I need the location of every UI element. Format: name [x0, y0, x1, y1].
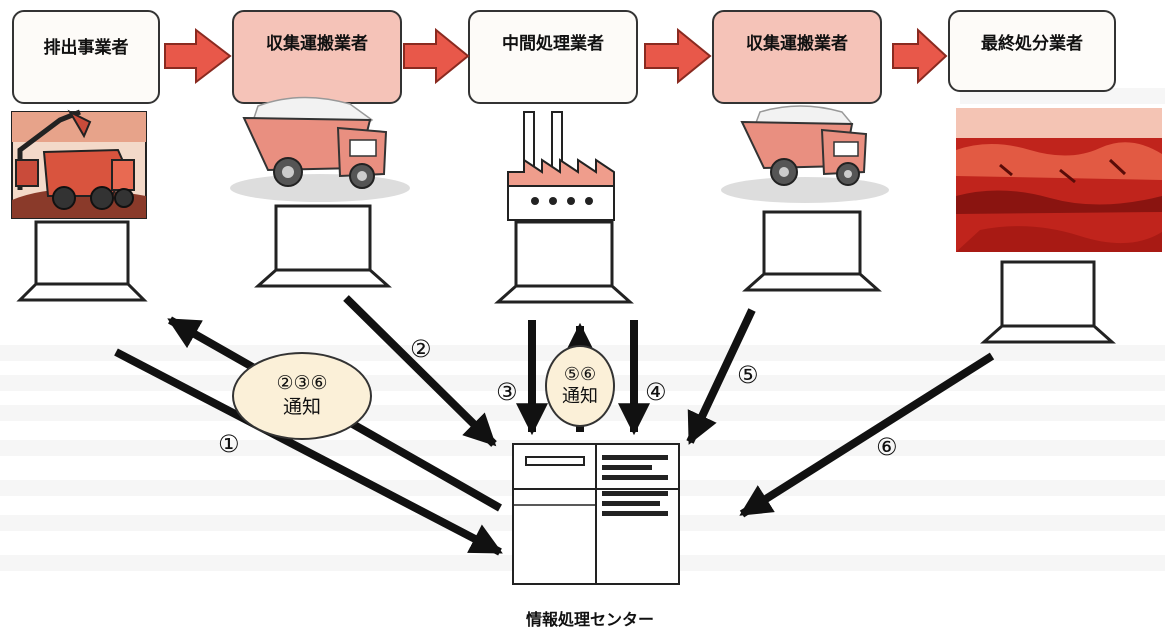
- stage-collector-2-label: 収集運搬業者: [746, 34, 848, 54]
- construction-site-image: [11, 109, 147, 219]
- stage-intermediate: 中間処理業者: [468, 10, 638, 104]
- info-center-label: 情報処理センター: [525, 610, 654, 629]
- laptop-icon-3: [494, 220, 634, 304]
- notification-left-text: 通知: [282, 396, 321, 418]
- stage-final: 最終処分業者: [948, 10, 1116, 92]
- step-label-3: ③: [496, 378, 518, 406]
- stage-collector-1-label: 収集運搬業者: [266, 34, 368, 54]
- stage-collector-2: 収集運搬業者: [712, 10, 882, 104]
- arrow-1-to-center: [114, 348, 503, 556]
- stage-emitter-label: 排出事業者: [43, 38, 129, 58]
- notification-ellipse-left: ②③⑥ 通知: [232, 352, 372, 440]
- landfill-icon: [956, 108, 1162, 252]
- step-label-5: ⑤: [737, 361, 759, 389]
- info-center-server: [512, 443, 680, 585]
- stage-emitter: 排出事業者: [12, 10, 160, 104]
- flow-arrow-3: [644, 27, 712, 85]
- notification-ellipse-center: ⑤⑥ 通知: [545, 345, 615, 427]
- step-label-1: ①: [218, 430, 240, 458]
- step-label-4: ④: [645, 378, 667, 406]
- server-icon: [514, 445, 678, 583]
- stage-final-label: 最終処分業者: [981, 34, 1083, 54]
- truck-icon: [42, 148, 135, 210]
- laptop-icon-1: [16, 220, 148, 302]
- flow-arrow-1: [164, 27, 232, 85]
- arrow-2-to-center: [343, 295, 497, 447]
- dump-truck-icon: [230, 96, 410, 202]
- excavator-icon: [15, 109, 92, 190]
- laptop-icon-5: [980, 260, 1116, 344]
- dump-truck-icon-2: [721, 105, 889, 203]
- factory-icon: [507, 111, 615, 221]
- step-label-6: ⑥: [876, 433, 898, 461]
- notification-left-numbers: ②③⑥: [276, 372, 328, 395]
- stage-intermediate-label: 中間処理業者: [502, 34, 604, 54]
- laptop-icon-4: [742, 210, 882, 292]
- flow-arrow-4: [892, 27, 948, 85]
- notification-center-numbers: ⑤⑥: [563, 363, 597, 385]
- notification-center-text: 通知: [562, 386, 598, 407]
- arrow-6-to-center: [739, 352, 995, 518]
- flow-arrow-2: [403, 27, 470, 85]
- arrow-5-to-center: [686, 308, 756, 445]
- step-label-2: ②: [410, 335, 432, 363]
- laptop-icon-2: [254, 204, 392, 288]
